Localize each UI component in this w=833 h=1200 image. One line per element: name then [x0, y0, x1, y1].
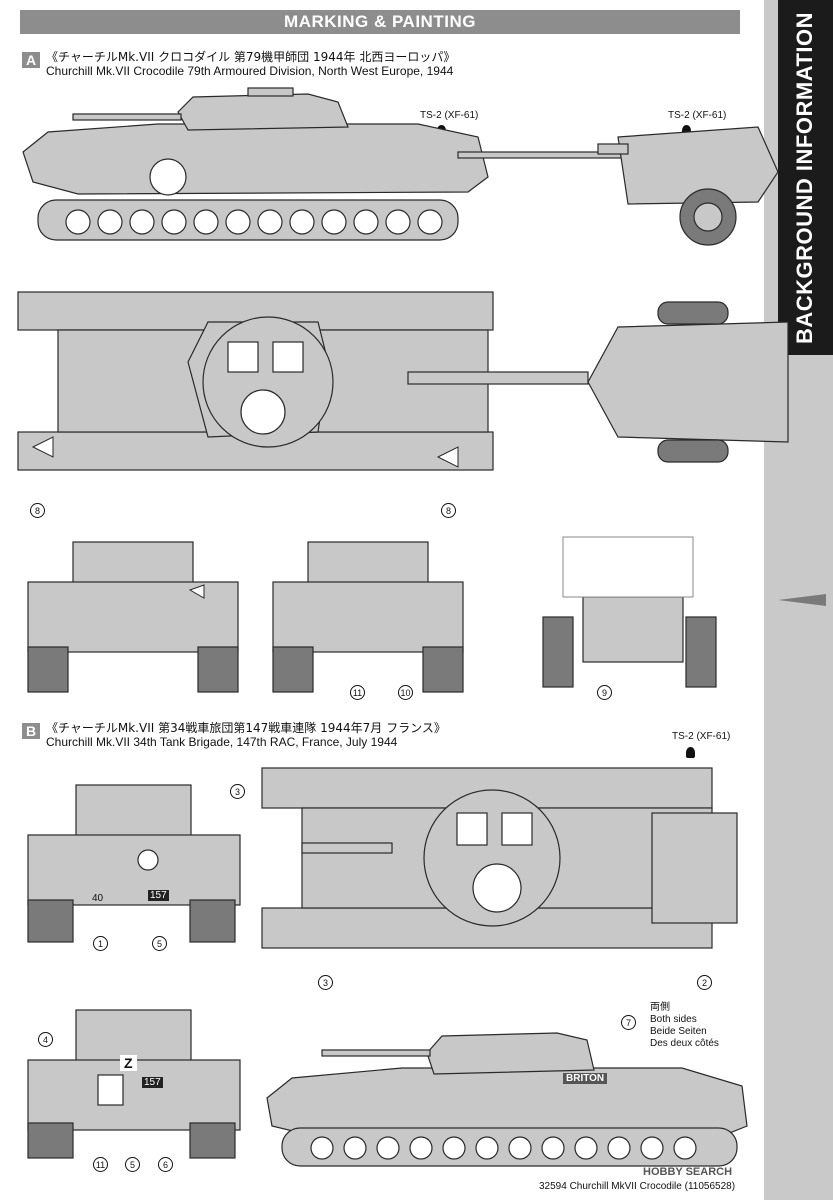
section-b-title-jp: 《チャーチルMk.VII 第34戦車旅団第147戦車連隊 1944年7月 フラン… [46, 721, 446, 735]
section-b-letter: B [22, 723, 40, 739]
churchill-top-view [261, 767, 738, 949]
side-tab-title: BACKGROUND INFORMATION [792, 11, 817, 345]
section-a-letter: A [22, 52, 40, 68]
callout-11: 11 [350, 685, 365, 700]
section-a-title-en: Churchill Mk.VII Crocodile 79th Armoured… [46, 64, 454, 78]
churchill-side-view [266, 1032, 748, 1167]
watermark: HOBBY SEARCH [643, 1166, 733, 1178]
paint-label-a2: TS-2 (XF-61) [668, 110, 727, 121]
callout-10: 10 [398, 685, 413, 700]
callout-5: 5 [152, 936, 167, 951]
callout-4: 4 [38, 1032, 53, 1047]
paint-drop-icon [682, 125, 691, 136]
callout-5: 5 [125, 1157, 140, 1172]
section-b-title-en: Churchill Mk.VII 34th Tank Brigade, 147t… [46, 735, 398, 749]
churchill-rear-view [27, 1009, 241, 1159]
note-fr: Des deux côtés [650, 1038, 719, 1049]
crocodile-side-view [22, 87, 779, 246]
callout-7: 7 [621, 1015, 636, 1030]
callout-3: 3 [318, 975, 333, 990]
crocodile-end-views [27, 536, 717, 693]
header-bar: MARKING & PAINTING [20, 10, 740, 34]
section-a-title-jp: 《チャーチルMk.VII クロコダイル 第79機甲師団 1944年 北西ヨーロッ… [46, 50, 456, 64]
side-tab-dark-panel [778, 0, 833, 355]
churchill-front-view [27, 784, 241, 943]
callout-8: 8 [30, 503, 45, 518]
note-de: Beide Seiten [650, 1026, 707, 1037]
tank-name-marking: BRITON [563, 1073, 608, 1084]
callout-6: 6 [158, 1157, 173, 1172]
callout-8: 8 [441, 503, 456, 518]
unit-code-157: 157 [148, 890, 169, 901]
paint-label-b: TS-2 (XF-61) [672, 731, 731, 742]
paint-label-a1: TS-2 (XF-61) [420, 110, 479, 121]
hull-number-40: 40 [92, 893, 104, 904]
callout-2: 2 [697, 975, 712, 990]
unit-code-157-rear: 157 [142, 1077, 163, 1088]
callout-9: 9 [597, 685, 612, 700]
page-arrow-icon [778, 594, 826, 606]
paint-drop-icon [686, 747, 695, 758]
note-jp: 両側 [650, 1002, 670, 1013]
crocodile-top-view [17, 291, 789, 471]
both-sides-note: 両側 Both sides Beide Seiten Des deux côté… [650, 1002, 719, 1050]
callout-1: 1 [93, 936, 108, 951]
callout-3: 3 [230, 784, 245, 799]
callout-11: 11 [93, 1157, 108, 1172]
note-en: Both sides [650, 1014, 697, 1025]
letter-z-marking: Z [120, 1055, 137, 1071]
footer-text: 32594 Churchill MkVII Crocodile (1105652… [539, 1181, 736, 1192]
page-title: MARKING & PAINTING [284, 12, 476, 31]
